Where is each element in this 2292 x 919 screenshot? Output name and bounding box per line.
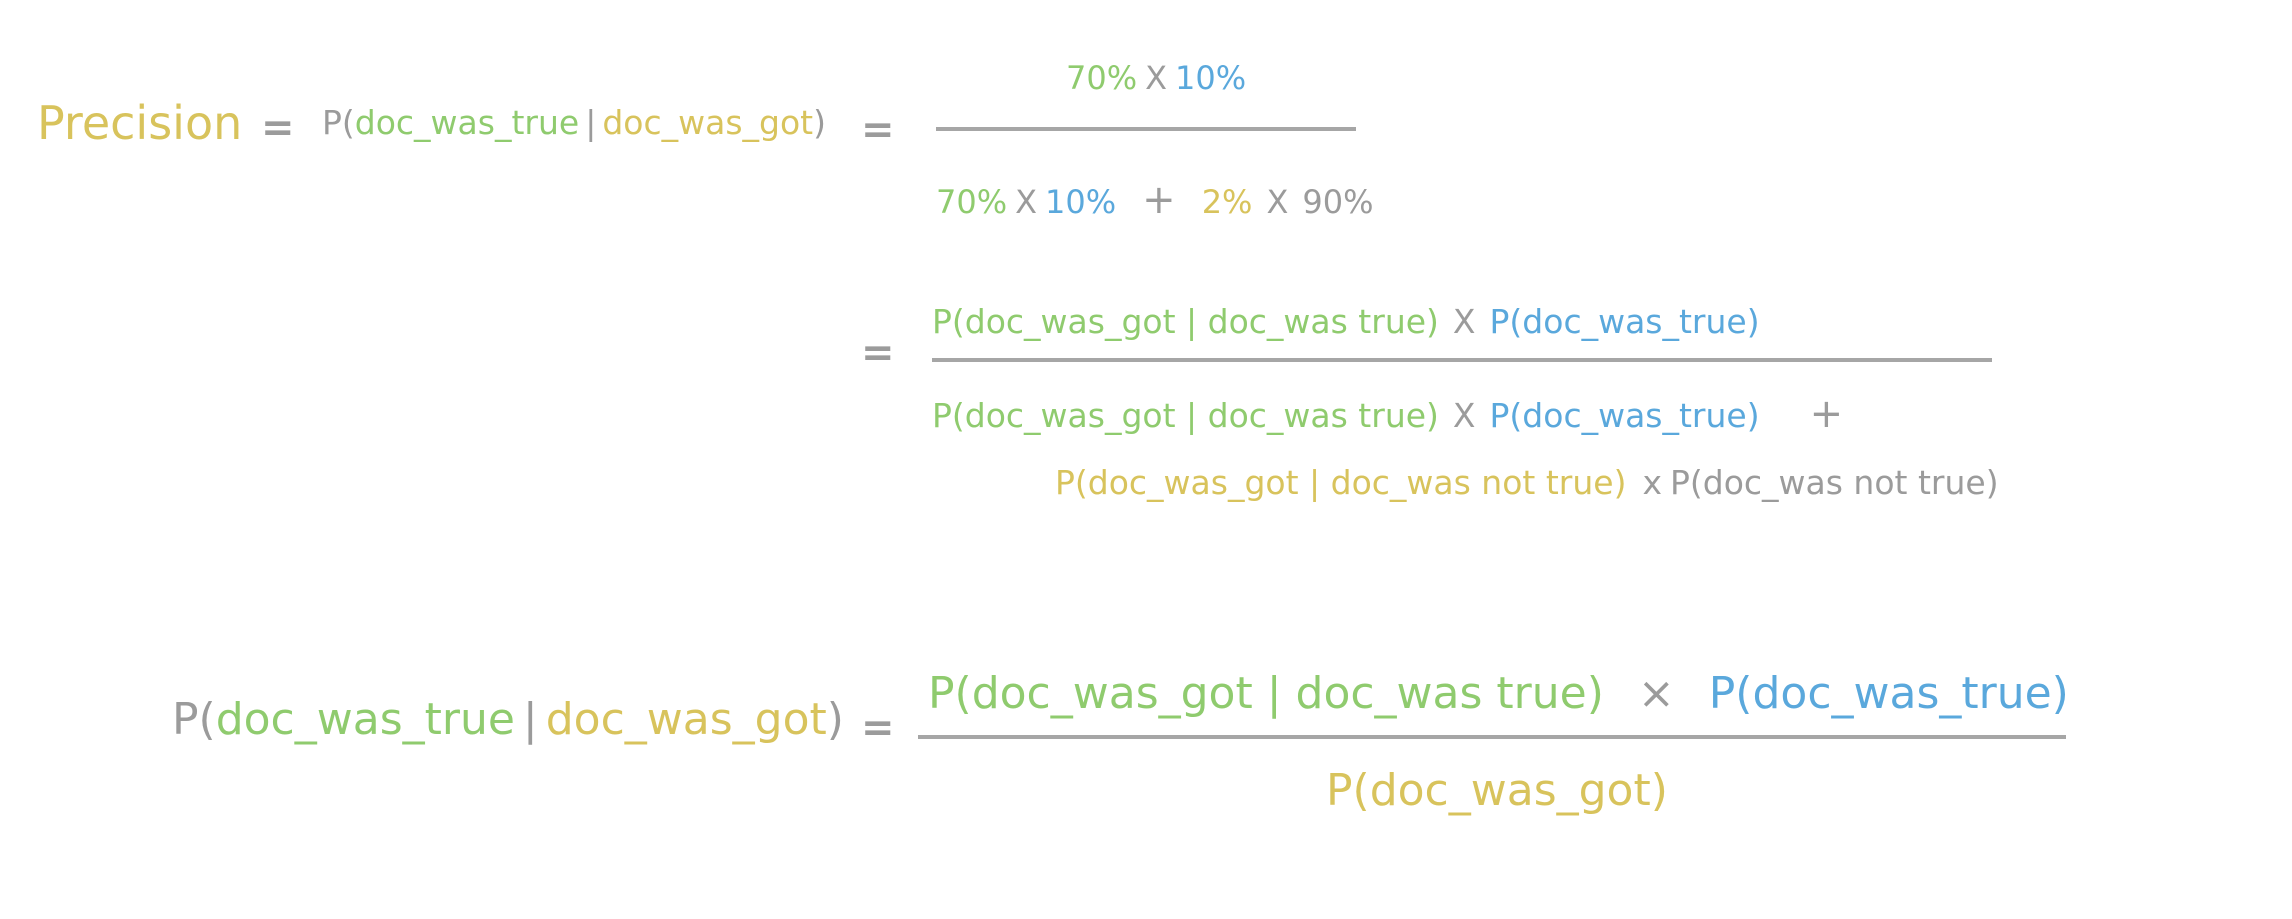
likelihood-term: P(doc_was_got | doc_was true)	[932, 396, 1439, 435]
term-doc-was-got: doc_was_got	[545, 694, 827, 745]
likelihood-term: P(doc_was_got | doc_was true)	[928, 668, 1604, 719]
term-doc-was-true: doc_was_true	[215, 694, 515, 745]
bayes-numerator: P(doc_was_got | doc_was true)×P(doc_was_…	[928, 672, 2069, 716]
times-sign: X	[1266, 183, 1289, 221]
times-sign: X	[1452, 302, 1476, 341]
conditional-prob-1: P(doc_was_true|doc_was_got)	[322, 106, 826, 139]
equals-sign-3: =	[861, 330, 895, 376]
value-70: 70%	[936, 183, 1008, 221]
plus-sign: +	[1142, 177, 1176, 223]
value-70: 70%	[1066, 59, 1138, 97]
value-90: 90%	[1302, 183, 1374, 221]
term-doc-was-got: doc_was_got	[602, 103, 814, 142]
paren-close: )	[813, 103, 826, 142]
times-sign: X	[1452, 396, 1476, 435]
given-bar: |	[585, 103, 597, 142]
times-sign: ×	[1637, 668, 1675, 719]
times-sign: X	[1145, 59, 1168, 97]
paren-open: P(	[322, 103, 355, 142]
equals-sign-4: =	[861, 705, 895, 751]
not-true-prior-term: P(doc_was not true)	[1669, 463, 1999, 502]
precision-label: Precision	[37, 96, 243, 150]
times-sign: X	[1015, 183, 1038, 221]
given-bar: |	[522, 694, 538, 745]
false-positive-term: P(doc_was_got | doc_was not true)	[1055, 463, 1627, 502]
plus-sign: +	[1809, 391, 1844, 437]
equals-sign-1: =	[261, 105, 295, 151]
paren-close: )	[826, 694, 844, 745]
bayes-lhs: P(doc_was_true|doc_was_got)	[172, 698, 844, 742]
value-10: 10%	[1045, 183, 1117, 221]
term-doc-was-true: doc_was_true	[354, 103, 580, 142]
denominator-2-line-1: P(doc_was_got | doc_was true) X P(doc_was_…	[932, 394, 1843, 434]
fraction-bar-1	[936, 127, 1356, 131]
prior-term: P(doc_was_true)	[1489, 396, 1760, 435]
prior-term: P(doc_was_true)	[1708, 668, 2069, 719]
value-10: 10%	[1175, 59, 1247, 97]
paren-open: P(	[172, 694, 216, 745]
evidence-term: P(doc_was_got)	[1326, 765, 1668, 816]
numerator-2: P(doc_was_got | doc_was true) X P(doc_was_…	[932, 305, 1760, 338]
times-sign: x	[1642, 463, 1662, 502]
value-2: 2%	[1201, 183, 1253, 221]
fraction-bar-3	[918, 735, 2066, 739]
prior-term: P(doc_was_true)	[1489, 302, 1760, 341]
fraction-bar-2	[932, 358, 1992, 362]
equals-sign-2: =	[861, 107, 895, 153]
likelihood-term: P(doc_was_got | doc_was true)	[932, 302, 1439, 341]
